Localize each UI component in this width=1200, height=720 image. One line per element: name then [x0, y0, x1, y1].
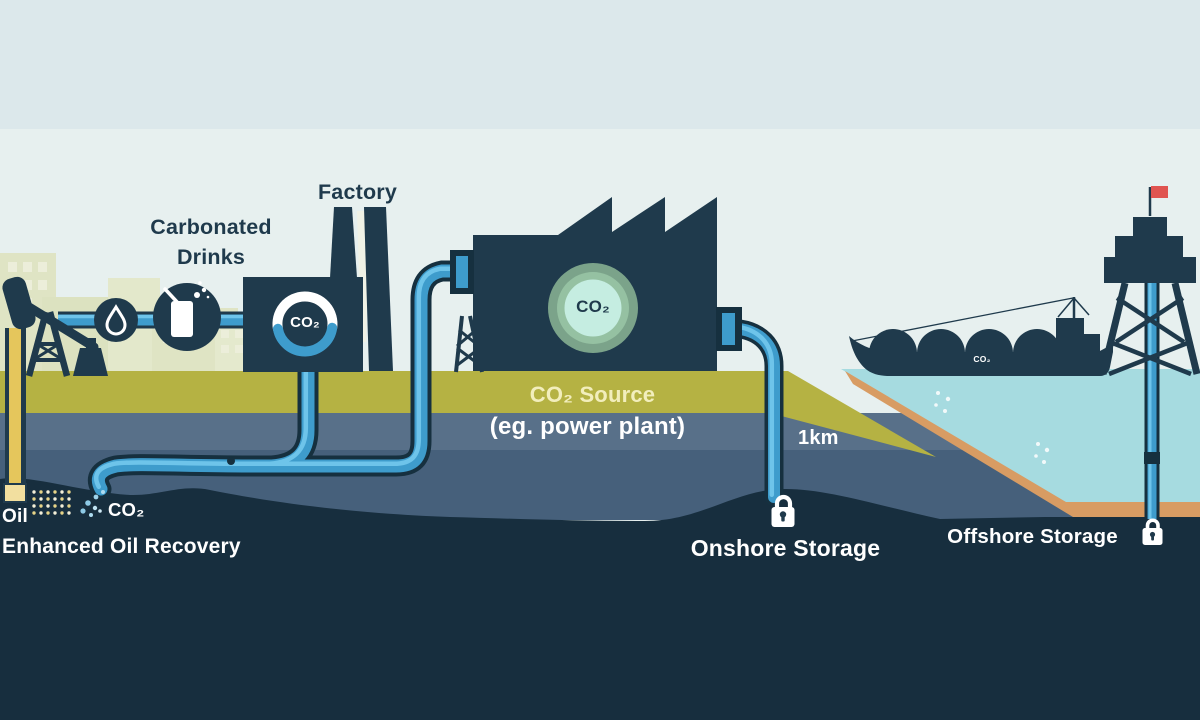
- platform-brace: [1114, 296, 1185, 344]
- ship-co2-tank: [917, 329, 965, 353]
- surface-soil-band: [0, 371, 936, 457]
- ship-hull: [849, 336, 1113, 376]
- factory-co2-logo-label: CO₂: [290, 314, 320, 331]
- depth-label: 1km: [798, 427, 839, 449]
- underground-pipeline: [87, 260, 784, 507]
- pumpjack-base: [73, 348, 108, 376]
- pipe-joint: [1144, 452, 1160, 464]
- eor-co2-label: CO₂: [108, 499, 145, 520]
- factory-icon: [243, 207, 393, 372]
- ship-co2-tank: [965, 329, 1013, 353]
- co2-injection-bubbles: [80, 490, 105, 517]
- platform-brace: [1108, 339, 1191, 377]
- red-flag-icon: [1151, 186, 1168, 198]
- platform-deck: [1115, 236, 1183, 258]
- pipe-flange-port: [722, 313, 735, 345]
- co2-badge-icon: [548, 263, 638, 353]
- power-plant-sublabel: (eg. power plant): [489, 413, 686, 440]
- ship-mast-guy: [1073, 297, 1090, 316]
- offshore-storage-label: Offshore Storage: [947, 525, 1118, 548]
- ship-co2-tank: [1013, 329, 1061, 353]
- onshore-storage-label: Onshore Storage: [690, 535, 881, 561]
- co2-recycle-ring-icon: [272, 291, 338, 357]
- ship-bridge: [1056, 318, 1084, 338]
- onshore-padlock-icon: [771, 494, 795, 527]
- ship-bridge: [1056, 334, 1100, 354]
- co2-source-label: CO₂ Source: [529, 382, 656, 407]
- deep-storage-layer: [0, 478, 1200, 720]
- pumpjack-horsehead: [2, 276, 36, 330]
- factory-chimney: [364, 207, 393, 371]
- pumpjack-brace: [36, 342, 64, 362]
- pipe-joint-dot: [227, 457, 235, 465]
- ship-mast-guy: [1057, 297, 1075, 318]
- offshore-platform-icon: [1099, 186, 1200, 377]
- oil-pumpjack-icon: [2, 276, 108, 377]
- pipe-highlight: [93, 266, 775, 498]
- oil-label: Oil: [2, 506, 28, 527]
- ship-co2-label: CO₂: [973, 354, 991, 364]
- offshore-padlock-icon: [1142, 518, 1163, 545]
- drink-straw: [163, 287, 180, 305]
- platform-deck: [1104, 257, 1196, 283]
- co2-tanker-ship-icon: [849, 297, 1113, 376]
- droplet-glyph: [105, 304, 127, 336]
- oil-droplet-icon: [94, 298, 138, 342]
- well-tip: [3, 483, 27, 503]
- well-oil-column: [9, 328, 21, 486]
- factory-chimney: [330, 207, 357, 278]
- sky-upper: [0, 0, 1200, 129]
- pumpjack-crank: [86, 338, 96, 350]
- power-plant-icon: [450, 197, 742, 373]
- sea-bubbles: [934, 391, 1050, 464]
- sea-water: [799, 369, 1200, 502]
- factory-label: Factory: [317, 180, 398, 204]
- seabed-sand: [845, 371, 1200, 517]
- enhanced-oil-recovery-label: Enhanced Oil Recovery: [2, 535, 241, 558]
- platform-deck: [1133, 217, 1167, 237]
- pipe-flange-port: [456, 256, 468, 288]
- eor-oil-dots: [32, 490, 71, 515]
- ship-co2-tank: [869, 329, 917, 353]
- drink-glass-glyph: [171, 301, 193, 337]
- drink-bubbles: [194, 281, 210, 299]
- pumpjack-brace: [32, 342, 60, 362]
- oil-well: [3, 328, 27, 503]
- carbonated-drinks-label: Carbonated Drinks: [150, 215, 272, 269]
- carbonated-drink-icon: [153, 281, 221, 351]
- plant-co2-badge-label: CO₂: [576, 297, 610, 316]
